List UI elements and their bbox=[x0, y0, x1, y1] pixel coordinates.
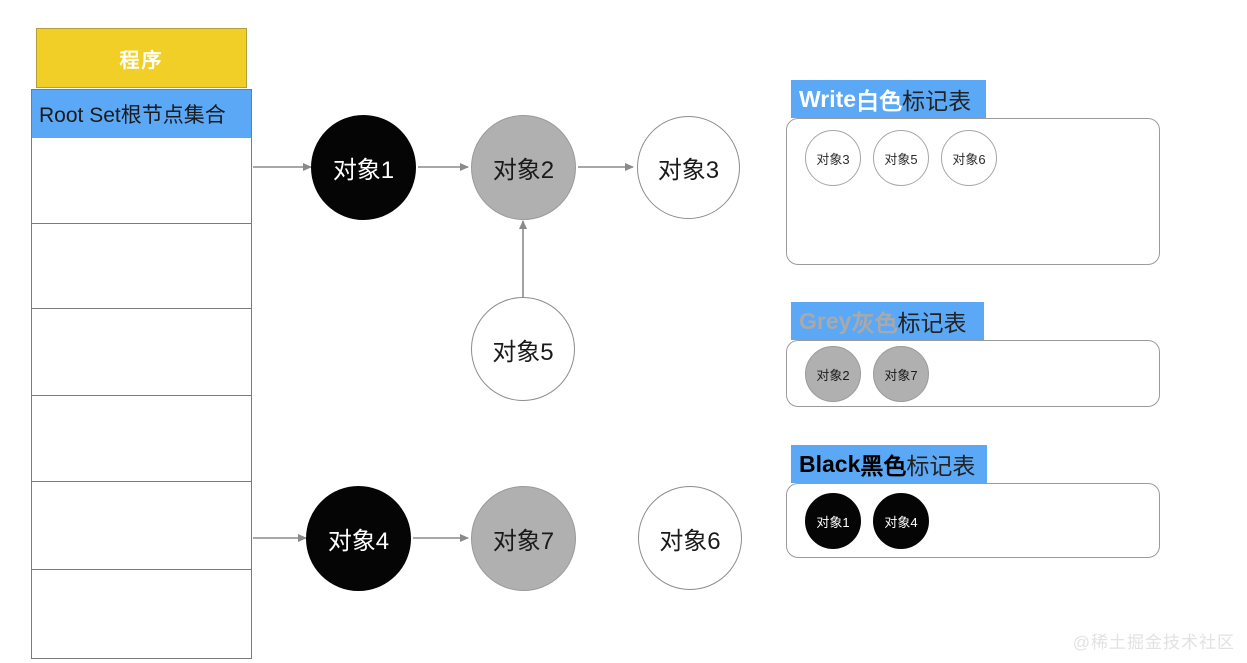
graph-node-obj2[interactable]: 对象2 bbox=[471, 115, 576, 220]
graph-node-label: 对象4 bbox=[327, 528, 390, 555]
legend-chip-label: 对象5 bbox=[884, 151, 918, 167]
graph-node-obj1[interactable]: 对象1 bbox=[311, 115, 416, 220]
legend-chip-label: 对象3 bbox=[816, 151, 850, 167]
graph-node-obj3[interactable]: 对象3 bbox=[637, 116, 740, 219]
legend-chip[interactable]: 对象4 bbox=[873, 493, 929, 549]
legend-chip-label: 对象6 bbox=[952, 151, 986, 167]
legend-tail: 标记表 bbox=[897, 310, 967, 336]
legend-chip-label: 对象4 bbox=[884, 514, 918, 530]
legend-chip[interactable]: 对象1 bbox=[805, 493, 861, 549]
legend-chip-label: 对象7 bbox=[884, 367, 918, 383]
legend-panel-black: Black 黑色标记表 对象1 对象4 bbox=[786, 445, 1166, 558]
graph-node-label: 对象3 bbox=[657, 157, 720, 184]
legend-panel-grey: Grey 灰色标记表 对象2 对象7 bbox=[786, 302, 1166, 407]
legend-keyword: Black bbox=[799, 450, 861, 477]
legend-keyword: Grey bbox=[799, 307, 852, 334]
legend-panel-title: Black 黑色标记表 bbox=[791, 445, 987, 483]
graph-node-label: 对象7 bbox=[492, 528, 555, 555]
root-set-table: Root Set根节点集合 bbox=[31, 89, 252, 659]
graph-node-label: 对象1 bbox=[332, 157, 395, 184]
legend-chip[interactable]: 对象3 bbox=[805, 130, 861, 186]
legend-panel-title: Write 白色标记表 bbox=[791, 80, 986, 118]
legend-color-word: 灰色 bbox=[851, 310, 898, 336]
legend-tail: 标记表 bbox=[902, 88, 972, 114]
watermark: @稀土掘金技术社区 bbox=[1073, 628, 1235, 653]
root-set-row bbox=[32, 308, 251, 395]
program-label: 程序 bbox=[119, 49, 164, 72]
graph-node-obj6[interactable]: 对象6 bbox=[638, 486, 742, 590]
graph-node-label: 对象6 bbox=[659, 527, 721, 555]
root-set-row bbox=[32, 569, 251, 658]
graph-node-obj7[interactable]: 对象7 bbox=[471, 486, 576, 591]
legend-chip[interactable]: 对象6 bbox=[941, 130, 997, 186]
legend-keyword: Write bbox=[799, 85, 857, 112]
watermark-text: @稀土掘金技术社区 bbox=[1072, 633, 1235, 652]
legend-chip-label: 对象1 bbox=[816, 514, 850, 530]
root-set-row bbox=[32, 481, 251, 569]
legend-tail: 标记表 bbox=[906, 453, 976, 479]
legend-color-word: 白色 bbox=[856, 88, 903, 114]
legend-chip[interactable]: 对象2 bbox=[805, 346, 861, 402]
legend-chip[interactable]: 对象7 bbox=[873, 346, 929, 402]
root-set-header-label: Root Set根节点集合 bbox=[39, 104, 226, 127]
root-set-row bbox=[32, 395, 251, 481]
graph-node-obj5[interactable]: 对象5 bbox=[471, 297, 575, 401]
legend-chip-label: 对象2 bbox=[816, 367, 850, 383]
root-set-row bbox=[32, 223, 251, 308]
legend-color-word: 黑色 bbox=[860, 453, 907, 479]
legend-panel-title: Grey 灰色标记表 bbox=[791, 302, 984, 340]
graph-node-obj4[interactable]: 对象4 bbox=[306, 486, 411, 591]
program-box: 程序 bbox=[36, 28, 247, 88]
graph-node-label: 对象5 bbox=[492, 338, 554, 366]
root-set-header: Root Set根节点集合 bbox=[32, 90, 251, 138]
graph-node-label: 对象2 bbox=[492, 157, 555, 184]
legend-chip[interactable]: 对象5 bbox=[873, 130, 929, 186]
legend-panel-white: Write 白色标记表 对象3 对象5 对象6 bbox=[786, 80, 1166, 265]
